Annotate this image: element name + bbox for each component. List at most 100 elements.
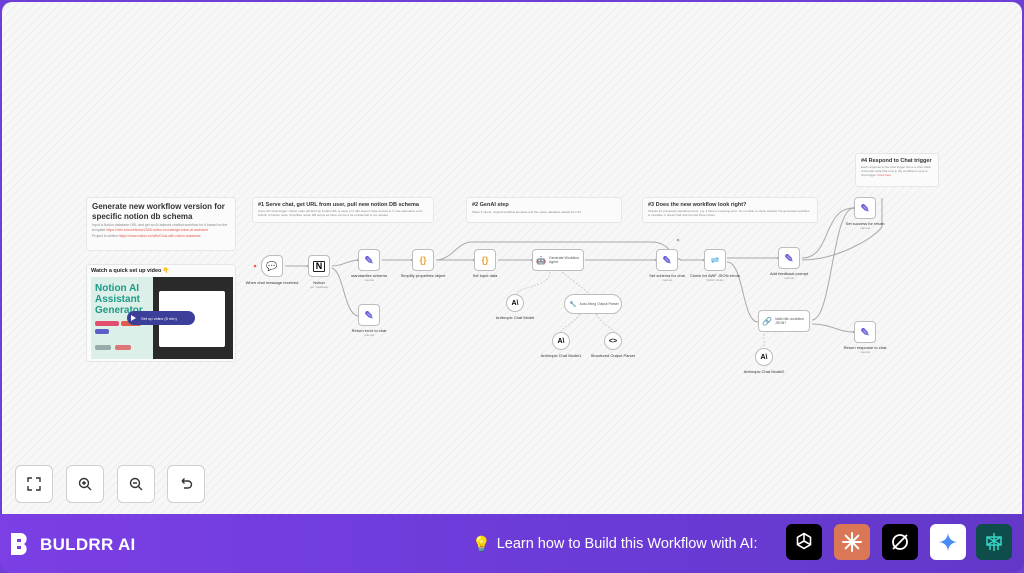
node-valid-workflow-json[interactable]: 🔗Valid n8n workflow JSON? [758,310,810,332]
sticky-main-project-link[interactable]: https://www.notion.so/n8n/Chat-with-noti… [118,234,201,238]
node-return-response[interactable]: ✎ [854,321,876,343]
zoom-in-icon [78,477,92,491]
node-simplify-properties[interactable]: {} [412,249,434,271]
connection-wires [253,198,883,348]
sticky-genai-title: #2 GenAI step [472,202,509,208]
node-check-json-errors[interactable]: ⇌ [704,249,726,271]
node-set-success-name: Set success for return [845,221,885,226]
pencil-icon: ✎ [662,254,672,267]
brand-name: BULDRR AI [40,535,136,554]
node-anthropic1-label: Anthropic Chat Model [495,315,535,320]
sticky-check-body: Checks for previously identified errors,… [648,209,810,217]
sticky-main-body-text: Input a Notion database URL and get an A… [92,223,228,232]
node-standardize-sub: manual [364,278,374,282]
buldrr-logo-icon [11,533,27,555]
node-set-schema-chat[interactable]: ✎ [656,249,678,271]
node-return-response-sub: manual [860,350,870,354]
thumbnail-title: Notion AI Assistant Generator [95,283,143,316]
zoom-out-icon [129,477,143,491]
node-set-input-data[interactable]: {} [474,249,496,271]
node-notion[interactable]: N [308,255,330,277]
zoom-in-button[interactable] [66,465,104,503]
gemini-icon [938,532,958,552]
node-anthropic-chat-model-2[interactable]: A\ [755,348,773,366]
node-set-schema-name: Set schema for chat [649,273,685,278]
anthropic-icon: A\ [557,337,565,345]
node-set-schema-sub: manual [662,278,672,282]
node-notion-name: Notion [313,280,325,285]
node-anthropic3-label: Anthropic Chat Model2 [743,369,785,374]
reset-zoom-button[interactable] [167,465,205,503]
node-simplify-label: Simplify properties object [400,273,446,278]
sticky-note-main[interactable]: Generate new workflow version for specif… [86,197,236,251]
chatgpt-button[interactable] [786,524,822,560]
node-anthropic-chat-model[interactable]: A\ [506,294,524,312]
node-return-error-sub: manual [364,333,374,337]
robot-icon: 🤖 [536,255,546,265]
switch-icon: ⇌ [710,254,720,266]
sticky-respond-body-text: Each response to the chat trigger forms … [861,165,931,177]
play-icon [131,315,136,321]
node-standardize-name: standardize schema [351,273,387,278]
node-structured-output-parser[interactable]: <> [604,332,622,350]
sticky-main-body: Input a Notion database URL and get an A… [92,223,230,232]
play-label: Set up video (5 min) [141,315,177,321]
chain-link-icon: 🔗 [762,316,772,326]
perplexity-button[interactable] [882,524,918,560]
node-check-error-name: Check for AWF JSON errors [689,273,741,278]
play-video-button[interactable]: Set up video (5 min) [127,311,195,325]
chat-bubble-icon: 💬 [266,260,278,271]
node-add-feedback-prompt[interactable]: ✎ [778,247,800,269]
pencil-icon: ✎ [364,309,374,322]
thumbnail-tag [95,321,119,326]
node-chat-trigger[interactable]: 💬 [261,255,283,277]
sticky-respond-link[interactable]: Docs here [877,172,892,177]
sticky-note-genai[interactable]: #2 GenAI step Takes 3 inputs: original w… [466,197,622,223]
sticky-note-respond[interactable]: #4 Respond to Chat trigger Each response… [855,153,939,187]
perplexity-alt-icon [986,533,1002,551]
sticky-main-link[interactable]: https://n8n.io/workflows/2328-notion-kno… [106,227,208,232]
node-chat-trigger-label: When chat message received [245,280,299,285]
workflow-canvas[interactable]: Generate new workflow version for specif… [2,2,1022,514]
pencil-icon: ✎ [860,202,870,215]
node-standardize-schema[interactable]: ✎ [358,249,380,271]
perplexity-alt-button[interactable] [976,524,1012,560]
node-return-error-name: Return error to chat [351,328,387,333]
node-return-error[interactable]: ✎ [358,304,380,326]
claude-button[interactable] [834,524,870,560]
sticky-main-project-prefix: Project is written [92,234,118,238]
code-brackets-icon: <> [608,337,618,345]
pencil-icon: ✎ [784,252,794,265]
lightbulb-icon: 💡 [472,536,491,553]
footer-bar: BULDRR AI 💡 Learn how to Build this Work… [0,514,1024,573]
sticky-genai-body: Takes 3 inputs: original workflow templa… [472,210,581,214]
learn-label: Learn how to Build this Workflow with AI… [496,536,758,552]
sticky-note-serve[interactable]: #1 Serve chat, get URL from user, pull n… [252,197,434,223]
node-structured-label: Structured Output Parser [590,353,636,358]
node-auto-fixing-parser[interactable]: 🔧Auto-fixing Output Parser [564,294,622,314]
learn-workflow-text[interactable]: 💡 Learn how to Build this Workflow with … [472,535,758,553]
node-check-error-sub: Switch Rules [706,278,724,282]
node-generate-workflow-agent[interactable]: 🤖Generate Workflow Agent [532,249,584,271]
fit-view-icon [27,477,41,491]
node-set-success-return[interactable]: ✎ [854,197,876,219]
reset-zoom-icon [181,478,193,489]
zoom-out-button[interactable] [117,465,155,503]
sticky-note-check[interactable]: #3 Does the new workflow look right? Che… [642,197,818,223]
sticky-serve-body: Uses n8n Chat trigger. Notion node will … [258,209,423,217]
fit-view-button[interactable] [15,465,53,503]
thumbnail-tag [95,345,111,350]
anthropic-icon: A\ [760,353,768,361]
node-agent-label: Generate Workflow Agent [548,256,579,264]
video-thumbnail[interactable]: Notion AI Assistant Generator Set up vid… [91,277,233,359]
node-anthropic-chat-model-1[interactable]: A\ [552,332,570,350]
setup-video-card[interactable]: Watch a quick set up video 👇 Notion AI A… [86,264,236,362]
node-set-input-label: Set input data [472,273,498,278]
gemini-button[interactable] [930,524,966,560]
perplexity-icon [892,534,908,550]
